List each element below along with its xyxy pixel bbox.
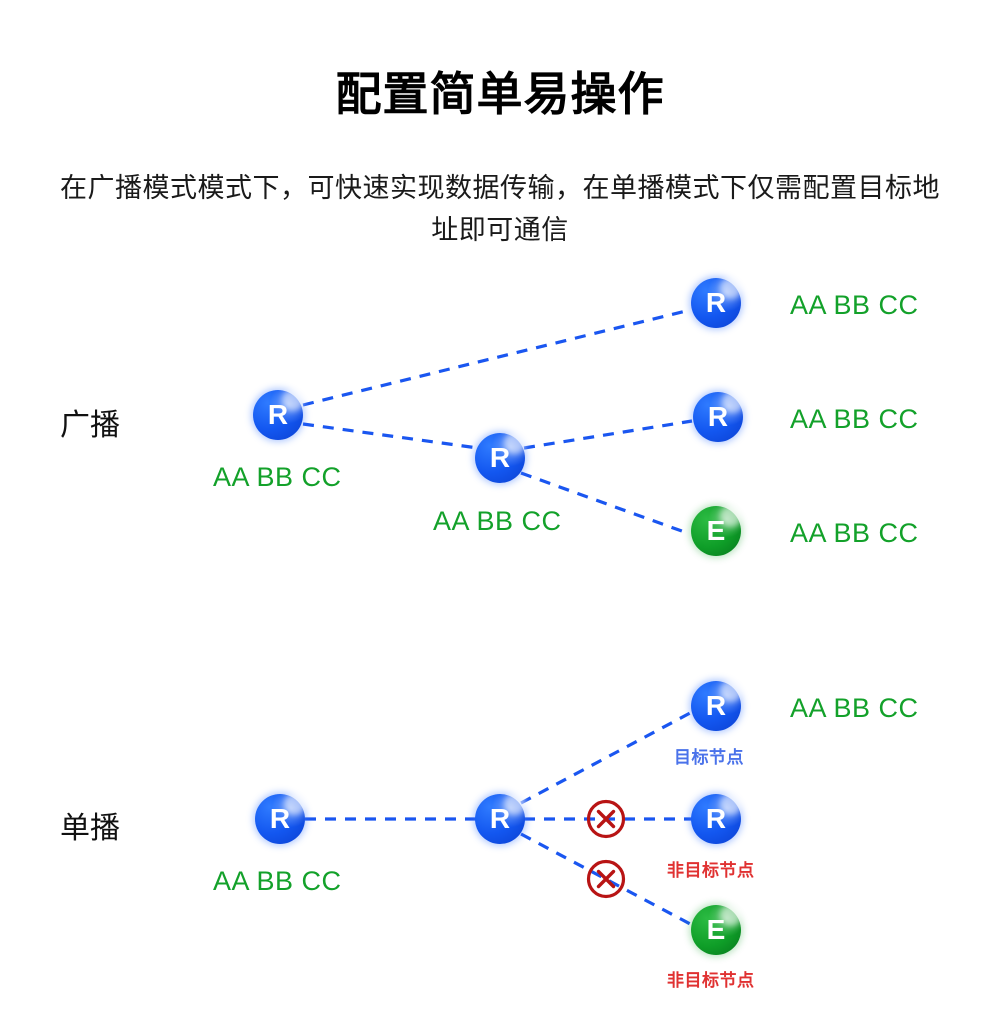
unicast-receiver-caption-1: 目标节点 [674,748,744,767]
node-glyph: R [267,399,289,430]
node-glyph: E [706,914,726,945]
section-label-broadcast: 广播 [60,409,120,442]
edge-broadcast-source-to-relay [302,422,479,450]
unicast-relay-node[interactable]: R [475,794,525,844]
unicast-receiver-caption-3: 非目标节点 [667,971,755,990]
node-glyph: R [705,803,727,834]
broadcast-source-address: AA BB CC [213,462,342,492]
unicast-source-address: AA BB CC [213,866,342,896]
node-glyph: E [706,515,726,546]
broadcast-receiver-address-2: AA BB CC [790,404,919,434]
broadcast-source-node[interactable]: R [253,390,303,440]
broadcast-relay-address: AA BB CC [433,506,562,536]
node-glyph: R [707,401,729,432]
node-glyph: R [489,442,511,473]
blocked-path-icon-1 [586,799,626,839]
node-glyph: R [489,803,511,834]
edge-unicast-relay-to-target [520,710,693,805]
broadcast-receiver-node-3[interactable]: E [691,506,741,556]
broadcast-receiver-address-3: AA BB CC [790,518,919,548]
broadcast-relay-node[interactable]: R [475,433,525,483]
broadcast-receiver-address-1: AA BB CC [790,290,919,320]
node-glyph: R [269,803,291,834]
broadcast-receiver-node-2[interactable]: R [693,392,743,442]
unicast-receiver-node-2[interactable]: R [691,794,741,844]
unicast-receiver-node-3[interactable]: E [691,905,741,955]
unicast-receiver-caption-2: 非目标节点 [667,861,755,880]
page-subtitle: 在广播模式模式下，可快速实现数据传输，在单播模式下仅需配置目标地址即可通信 [60,173,940,245]
section-label-unicast: 单播 [60,812,120,845]
unicast-receiver-node-1[interactable]: R [691,681,741,731]
unicast-receiver-address-1: AA BB CC [790,693,919,723]
edge-broadcast-relay-to-r2 [523,419,693,450]
page-title: 配置简单易操作 [335,68,665,120]
broadcast-receiver-node-1[interactable]: R [691,278,741,328]
node-glyph: R [705,287,727,318]
blocked-path-icon-2 [586,859,626,899]
unicast-source-node[interactable]: R [255,794,305,844]
node-glyph: R [705,690,727,721]
edge-broadcast-source-to-r1 [302,308,691,407]
